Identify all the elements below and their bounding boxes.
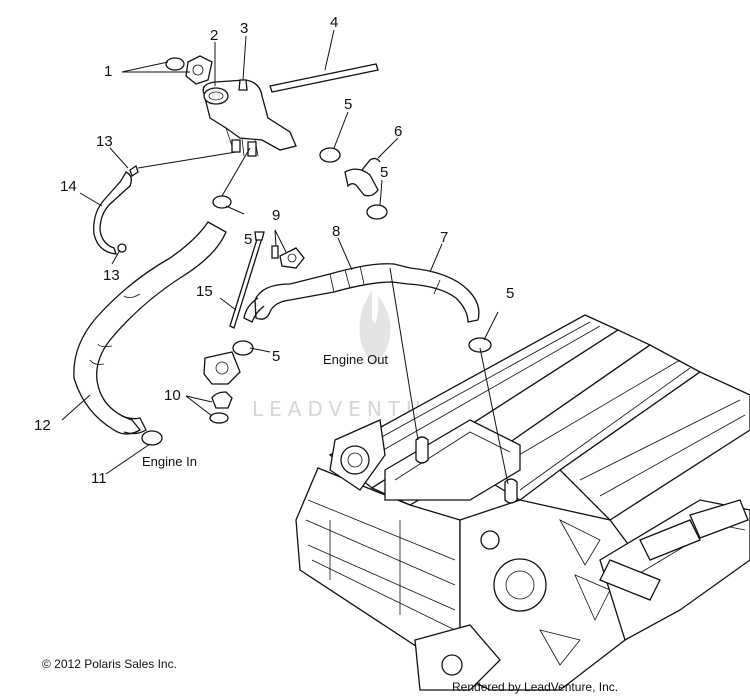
- part-3-screw: [238, 79, 248, 91]
- callout-14: 14: [60, 178, 77, 195]
- part-1-cap-gasket: [165, 55, 213, 85]
- part-9-bracket: [271, 245, 305, 269]
- part-11-clamp: [141, 430, 163, 446]
- callout-labels: 1 2 3 4 5 6 5 9 8 7 5 5 15 5 10 13 14 13…: [34, 14, 514, 487]
- part-12-inlet-hose: [73, 221, 227, 435]
- callout-4: 4: [330, 14, 338, 31]
- part-15-tie-strap: [229, 231, 265, 329]
- part-5-clamps: [212, 147, 492, 356]
- chassis-assembly: [295, 314, 750, 691]
- copyright-text: © 2012 Polaris Sales Inc.: [42, 657, 177, 671]
- callout-6: 6: [394, 123, 402, 140]
- callout-1: 1: [104, 63, 112, 80]
- part-6-elbow-hose: [344, 157, 381, 197]
- part-4-rod: [269, 63, 379, 93]
- callout-8: 8: [332, 223, 340, 240]
- callout-5a: 5: [344, 96, 352, 113]
- callout-5b: 5: [380, 164, 388, 181]
- leader-lines: [61, 29, 509, 485]
- part-14-small-hose: [93, 164, 139, 255]
- callout-10: 10: [164, 387, 181, 404]
- callout-13a: 13: [96, 133, 113, 150]
- rendered-by-text: Rendered by LeadVenture, Inc.: [452, 680, 618, 694]
- callout-7: 7: [440, 229, 448, 246]
- engine-in-label: Engine In: [142, 454, 197, 469]
- engine-out-label: Engine Out: [323, 352, 388, 367]
- callout-13b: 13: [103, 267, 120, 284]
- callout-5c: 5: [244, 231, 252, 248]
- callout-9: 9: [272, 207, 280, 224]
- callout-5d: 5: [272, 348, 280, 365]
- callout-12: 12: [34, 417, 51, 434]
- part-2-coolant-bottle: [202, 79, 297, 157]
- watermark-flame-icon: [359, 290, 391, 365]
- callout-5e: 5: [506, 285, 514, 302]
- callout-11: 11: [91, 470, 107, 487]
- callout-2: 2: [210, 27, 218, 44]
- callout-3: 3: [240, 20, 248, 37]
- part-10-thermostat: [203, 351, 241, 424]
- part-7-8-outlet-hose: [243, 263, 480, 323]
- callout-15: 15: [196, 283, 213, 300]
